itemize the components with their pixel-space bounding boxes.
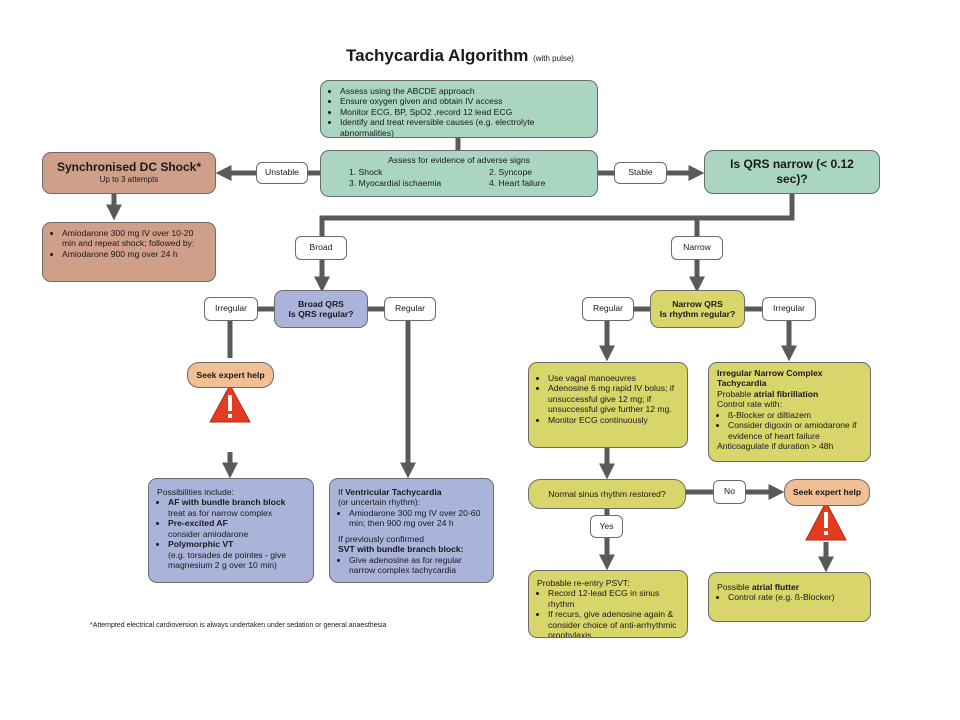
- re-entry-psvt-box: Probable re-entry PSVT: Record 12-lead E…: [528, 570, 688, 638]
- irregular-narrow-line2: Control rate with:: [717, 399, 782, 410]
- vt-item: Amiodarone 300 mg IV over 20-60 min; the…: [349, 508, 485, 529]
- adverse-sign: 2. Syncope: [489, 167, 532, 178]
- adverse-sign: 3. Myocardial ischaemia: [349, 177, 442, 188]
- irregular-narrow-title: Irregular Narrow Complex Tachycardia: [717, 368, 823, 389]
- narrow-qrs-line1: Narrow QRS: [672, 298, 723, 309]
- warning-icon-right: [805, 500, 847, 541]
- amiodarone-box: Amiodarone 300 mg IV over 10-20 min and …: [42, 222, 216, 282]
- narrow-qrs-box: Narrow QRS Is rhythm regular?: [650, 290, 745, 328]
- warning-icon-left: [209, 383, 251, 423]
- broad-qrs-box: Broad QRS Is QRS regular?: [274, 290, 368, 328]
- vagal-item: Monitor ECG continuously: [548, 415, 679, 425]
- flutter-line: Possible atrial flutter: [717, 582, 862, 592]
- assess-item: Assess using the ABCDE approach: [340, 86, 589, 96]
- possibility-item: Polymorphic VT(e.g. torsades de pointes …: [168, 539, 305, 570]
- vagal-manoeuvres-box: Use vagal manoeuvres Adenosine 6 mg rapi…: [528, 362, 688, 448]
- vt-item: Give adenosine as for regular narrow com…: [349, 555, 485, 576]
- vagal-item: Use vagal manoeuvres: [548, 373, 679, 383]
- qrs-narrow-box: Is QRS narrow (< 0.12 sec)?: [704, 150, 880, 194]
- assess-item: Ensure oxygen given and obtain IV access: [340, 96, 589, 106]
- adverse-sign: 1. Shock: [349, 167, 383, 178]
- seek-help-right-text: Seek expert help: [792, 487, 862, 498]
- irregular-narrow-item: ß-Blocker or diltiazem: [728, 410, 862, 420]
- adverse-sign: 4. Heart failure: [489, 177, 546, 188]
- adverse-signs-box: Assess for evidence of adverse signs 1. …: [320, 150, 598, 197]
- irregular-narrow-prefix: Probable: [717, 388, 754, 399]
- sinus-rhythm-box: Normal sinus rhythm restored?: [528, 479, 686, 509]
- possibilities-box: Possibilities include: AF with bundle br…: [148, 478, 314, 583]
- vt-line1-prefix: If: [338, 487, 346, 497]
- irregular-narrow-bold: atrial fibrillation: [753, 388, 819, 399]
- assess-item: Monitor ECG, BP, SpO2 ,record 12 lead EC…: [340, 107, 589, 117]
- regular-label-left: Regular: [384, 297, 436, 321]
- irregular-narrow-line3: Anticoagulate if duration > 48h: [717, 441, 834, 452]
- assess-box: Assess using the ABCDE approach Ensure o…: [320, 80, 598, 138]
- stable-label: Stable: [614, 162, 667, 184]
- vagal-item: Adenosine 6 mg rapid IV bolus; if unsucc…: [548, 383, 679, 414]
- irregular-narrow-item: Consider digoxin or amiodarone if eviden…: [728, 420, 862, 441]
- vt-line1-bold: Ventricular Tachycardia: [345, 487, 442, 497]
- flutter-bold: atrial flutter: [751, 582, 800, 592]
- possibility-text: (e.g. torsades de pointes - give magnesi…: [168, 549, 286, 571]
- flutter-prefix: Possible: [717, 582, 752, 592]
- psvt-item: If recurs, give adenosine again & consid…: [548, 609, 679, 637]
- possibility-bold: AF with bundle branch block: [168, 497, 286, 508]
- unstable-label: Unstable: [256, 162, 308, 184]
- possibility-bold: Polymorphic VT: [168, 539, 234, 550]
- yes-label: Yes: [590, 515, 623, 538]
- vt-line1: If Ventricular Tachycardia: [338, 487, 485, 497]
- seek-help-left-box: Seek expert help: [187, 362, 274, 388]
- title-suffix: (with pulse): [533, 54, 574, 63]
- irregular-narrow-line: Probable atrial fibrillation: [717, 389, 862, 399]
- possibilities-heading: Possibilities include:: [157, 487, 234, 497]
- qrs-narrow-text: Is QRS narrow (< 0.12 sec)?: [730, 157, 854, 186]
- vt-line4-bold: SVT with bundle branch block:: [338, 544, 464, 555]
- shock-title: Synchronised DC Shock*: [56, 160, 202, 174]
- narrow-label: Narrow: [671, 236, 723, 260]
- no-label: No: [713, 480, 746, 504]
- diagram-title: Tachycardia Algorithm (with pulse): [346, 46, 574, 66]
- broad-qrs-line1: Broad QRS: [298, 298, 344, 309]
- psvt-title: Probable re-entry PSVT:: [537, 578, 630, 588]
- broad-qrs-line2: Is QRS regular?: [288, 309, 354, 319]
- regular-label-right: Regular: [582, 297, 634, 321]
- adverse-heading: Assess for evidence of adverse signs: [388, 155, 530, 165]
- footnote: *Attempted electrical cardioversion is a…: [90, 622, 387, 629]
- dc-shock-box: Synchronised DC Shock* Up to 3 attempts: [42, 152, 216, 194]
- seek-help-left-text: Seek expert help: [196, 369, 265, 380]
- assess-item: Identify and treat reversible causes (e.…: [340, 117, 589, 137]
- possibility-bold: Pre-excited AF: [168, 518, 228, 529]
- seek-help-right-box: Seek expert help: [784, 479, 870, 506]
- connector-qrs-split: [319, 193, 795, 236]
- atrial-flutter-box: Possible atrial flutter Control rate (e.…: [708, 572, 871, 622]
- irregular-label-left: Irregular: [204, 297, 258, 321]
- possibility-text: consider amiodarone: [168, 528, 249, 539]
- ventricular-tachycardia-box: If Ventricular Tachycardia (or uncertain…: [329, 478, 494, 583]
- vt-line2: (or uncertain rhythm):: [338, 497, 421, 508]
- narrow-qrs-line2: Is rhythm regular?: [659, 309, 736, 319]
- flutter-item: Control rate (e.g. ß-Blocker): [728, 592, 862, 602]
- irregular-label-right: Irregular: [762, 297, 816, 321]
- sinus-rhythm-text: Normal sinus rhythm restored?: [548, 488, 666, 499]
- irregular-narrow-complex-box: Irregular Narrow Complex Tachycardia Pro…: [708, 362, 871, 462]
- vt-line3: If previously confirmed: [338, 533, 424, 544]
- shock-subtitle: Up to 3 attempts: [99, 174, 159, 184]
- psvt-item: Record 12-lead ECG in sinus rhythm: [548, 588, 679, 609]
- vt-line4: SVT with bundle branch block:: [338, 544, 485, 554]
- amiodarone-item: Amiodarone 900 mg over 24 h: [62, 249, 207, 259]
- possibility-text: treat as for narrow complex: [168, 507, 273, 518]
- amiodarone-item: Amiodarone 300 mg IV over 10-20 min and …: [62, 228, 207, 249]
- title-text: Tachycardia Algorithm: [346, 46, 529, 65]
- broad-label: Broad: [295, 236, 347, 260]
